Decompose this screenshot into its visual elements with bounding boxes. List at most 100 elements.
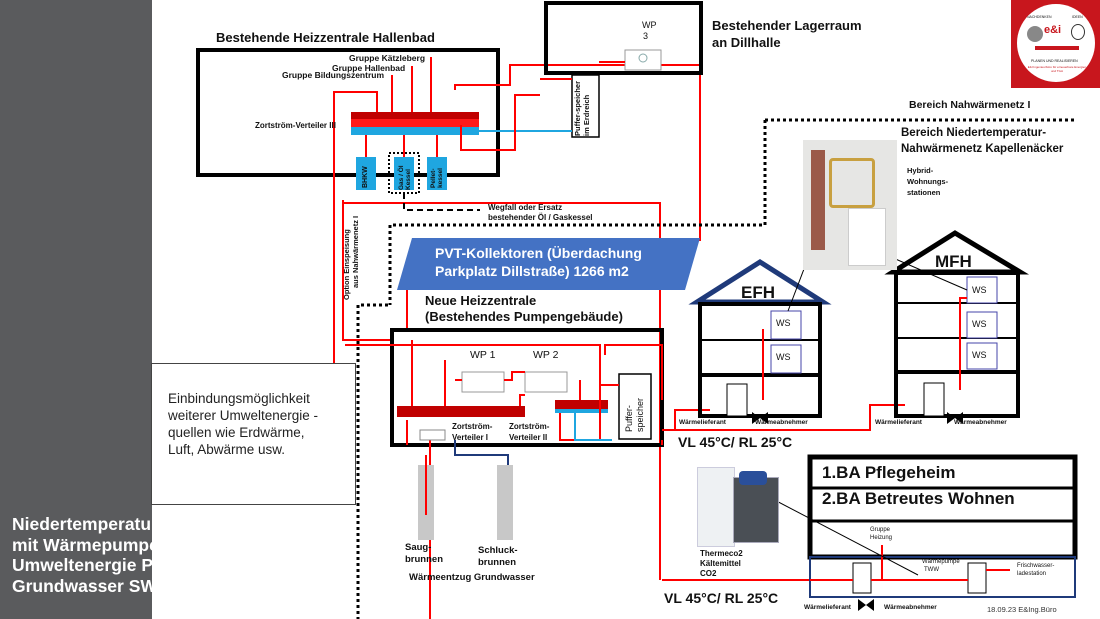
wp3-number: 3 bbox=[643, 31, 649, 41]
unit-pellet-boiler bbox=[427, 157, 447, 190]
group-kaetzleberg: Gruppe Kätzleberg bbox=[349, 53, 426, 63]
care-home-plant bbox=[809, 556, 1076, 598]
group-bildungszentrum: Gruppe Bildungszentrum bbox=[282, 70, 384, 80]
area-low-temp-1: Bereich Niedertemperatur- bbox=[901, 127, 1047, 139]
manifold-2-label-b: Verteiler II bbox=[509, 433, 548, 442]
unit-gas-oil-label: Gas / Öl Kessel bbox=[398, 165, 412, 190]
hp-tww-b: TWW bbox=[924, 567, 939, 573]
hp-tww-a: Wärmepumpe bbox=[922, 559, 960, 565]
pvt-label: PVT-Kollektoren (Überdachung Parkplatz D… bbox=[435, 244, 685, 280]
storage-room-title-1: Bestehender Lagerraum bbox=[712, 18, 862, 33]
buffer-label-b: speicher bbox=[635, 397, 645, 432]
temperature-label-2: VL 45°C/ RL 25°C bbox=[664, 590, 779, 606]
slide-title-line1: Niedertemperatur-Nahwärmenetz bbox=[12, 514, 288, 534]
fresh-water-a: Frischwasser- bbox=[1017, 563, 1055, 569]
manifold-2-label-a: Zortström- bbox=[509, 422, 550, 431]
injection-well bbox=[497, 465, 513, 540]
manifold-1-label-b: Verteiler I bbox=[452, 433, 489, 442]
efh-ws-1 bbox=[770, 310, 802, 340]
care-home-line1: 1.BA Pflegeheim bbox=[822, 463, 956, 482]
unit-gas-oil-boiler bbox=[394, 157, 414, 190]
manifold-3-mid bbox=[351, 119, 479, 127]
manifold-2 bbox=[555, 400, 608, 409]
injection-well-label-a: Schluck- bbox=[478, 545, 518, 556]
mfh-ws-2-label: WS bbox=[972, 319, 987, 329]
new-plant-title-1: Neue Heizzentrale bbox=[425, 293, 537, 308]
chiller-photo bbox=[697, 467, 779, 552]
unit-pellet-label: Pellet-kessel bbox=[430, 168, 444, 188]
hybrid-station-photo bbox=[803, 140, 897, 270]
buffer-underground bbox=[571, 74, 600, 138]
efh-ws-2-label: WS bbox=[776, 352, 791, 362]
pvt-line2: Parkplatz Dillstraße) 1266 m2 bbox=[435, 263, 629, 279]
efh-supplier: Wärmelieferant bbox=[679, 419, 726, 426]
plug-icon bbox=[1035, 46, 1079, 50]
manifold-3-label: Zortström-Verteiler III bbox=[255, 121, 336, 130]
feed-option-line1: Option Einspeisung bbox=[342, 229, 351, 300]
buffer-tank bbox=[618, 373, 652, 440]
wp2-label: WP 2 bbox=[533, 349, 559, 361]
manifold-1 bbox=[397, 406, 525, 417]
efh-consumer: Wärmeabnehmer bbox=[755, 419, 808, 426]
efh-label: EFH bbox=[741, 283, 775, 302]
existing-plant-title: Bestehende Heizzentrale Hallenbad bbox=[216, 30, 435, 45]
feed-option-line2: aus Nahwärmenetz I bbox=[351, 215, 360, 288]
existing-plant-box bbox=[196, 48, 500, 177]
efh-ws-2 bbox=[770, 344, 802, 374]
logo-badge: NACHDENKEN IDEEN e&i PLANEN UND REALISIE… bbox=[1017, 4, 1095, 82]
care-consumer: Wärmeabnehmer bbox=[884, 604, 937, 611]
slide-title-line4: Grundwasser SW Stockach bbox=[12, 575, 240, 596]
suction-well-label-a: Saug- bbox=[405, 542, 432, 553]
slide-title: Niedertemperatur-Nahwärmenetz mit Wärmep… bbox=[12, 514, 287, 596]
mfh-building bbox=[894, 271, 1020, 418]
storage-room-box bbox=[544, 1, 703, 75]
temperature-label-1: VL 45°C/ RL 25°C bbox=[678, 434, 793, 450]
new-plant-title-2: (Bestehendes Pumpengebäude) bbox=[425, 309, 623, 324]
slide-title-line2: mit Wärmepumpen und bbox=[12, 534, 207, 555]
mfh-ws-2 bbox=[966, 311, 998, 339]
mfh-consumer: Wärmeabnehmer bbox=[954, 419, 1007, 426]
group-heating-b: Heizung bbox=[870, 535, 893, 541]
note-text: Einbindungsmöglichkeit weiterer Umwelten… bbox=[168, 391, 319, 457]
area-network-1: Bereich Nahwärmenetz I bbox=[909, 99, 1031, 111]
company-logo: NACHDENKEN IDEEN e&i PLANEN UND REALISIE… bbox=[1011, 0, 1100, 88]
diagram-canvas bbox=[152, 0, 1100, 619]
manifold-3-cold bbox=[351, 127, 479, 135]
replacement-note-2: bestehender Öl / Gaskessel bbox=[488, 213, 593, 222]
logo-brand: e&i bbox=[1044, 24, 1062, 36]
heat-pump-3 bbox=[624, 49, 662, 71]
care-home-line2: 2.BA Betreutes Wohnen bbox=[822, 489, 1015, 508]
wp1-label: WP 1 bbox=[470, 349, 496, 361]
groundwater-caption: Wärmeentzug Grundwasser bbox=[409, 572, 535, 583]
chiller-label-1: Thermeco2 bbox=[700, 549, 743, 558]
note-box: Einbindungsmöglichkeit weiterer Umwelten… bbox=[151, 363, 356, 505]
heat-pump-2 bbox=[524, 371, 568, 393]
mfh-supplier: Wärmelieferant bbox=[875, 419, 922, 426]
storage-room-title-2: an Dillhalle bbox=[712, 35, 781, 50]
unit-bhkw-label: BHKW bbox=[362, 166, 369, 188]
fresh-water-b: ladestation bbox=[1017, 571, 1047, 577]
pvt-collector-shape bbox=[397, 238, 700, 290]
logo-line1: PLANEN UND REALISIEREN bbox=[1031, 59, 1078, 63]
efh-building bbox=[698, 302, 822, 418]
mfh-ws-3-label: WS bbox=[972, 350, 987, 360]
logo-line2: E&I Ingenieurbüro für erneuerbare Energi… bbox=[1027, 65, 1087, 73]
chiller-label-2: Kältemittel bbox=[700, 559, 741, 568]
group-heating-a: Gruppe bbox=[870, 527, 891, 533]
buffer-label-a: Puffer- bbox=[624, 405, 634, 432]
pvt-line1: PVT-Kollektoren (Überdachung bbox=[435, 245, 642, 261]
wp3-label: WP bbox=[642, 20, 657, 30]
bulb-icon bbox=[1071, 24, 1085, 40]
efh-ws-1-label: WS bbox=[776, 318, 791, 328]
logo-top-right: IDEEN bbox=[1072, 15, 1083, 19]
brain-icon bbox=[1027, 26, 1043, 42]
unit-bhkw bbox=[356, 157, 376, 190]
care-supplier: Wärmelieferant bbox=[804, 604, 851, 611]
slide-title-line3: Umweltenergie PVT-Kollektoren / bbox=[12, 555, 287, 575]
chiller-label-3: CO2 bbox=[700, 569, 717, 578]
group-hallenbad: Gruppe Hallenbad bbox=[332, 63, 406, 73]
mfh-label: MFH bbox=[935, 252, 972, 271]
heat-pump-1 bbox=[461, 371, 505, 393]
buffer-underground-label: Puffer-speicher im Erdreich bbox=[573, 80, 591, 136]
manifold-1-label-a: Zortström- bbox=[452, 422, 493, 431]
